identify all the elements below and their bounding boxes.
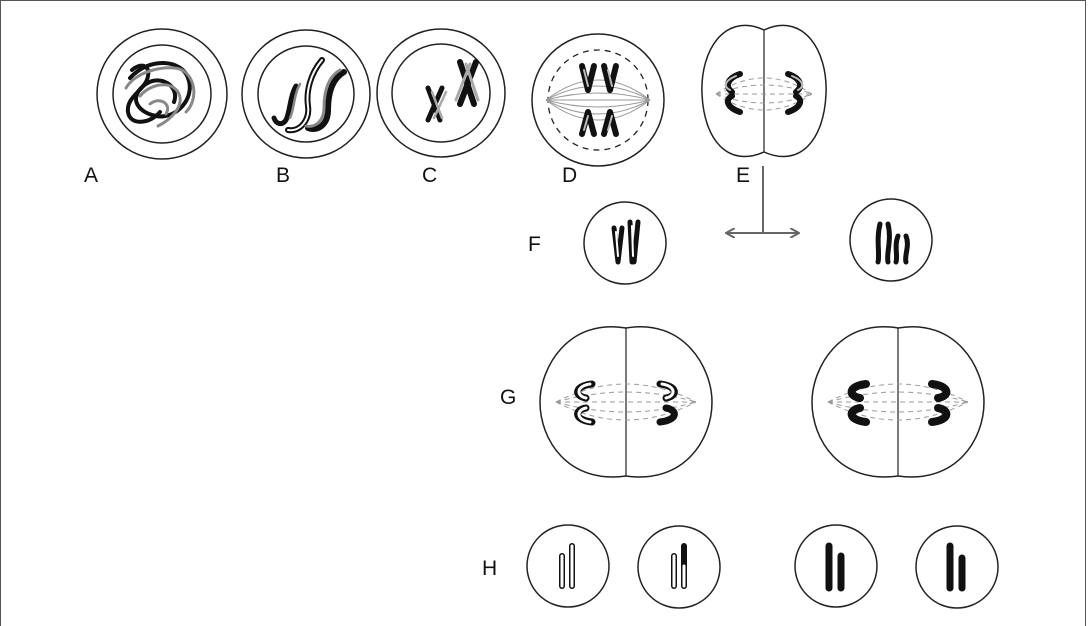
chromosomes-g-left: [574, 380, 678, 426]
spindle-d: [545, 79, 651, 121]
cell-g-left: [539, 325, 713, 478]
chromosomes-b: [271, 57, 347, 134]
label-d: D: [562, 164, 577, 187]
label-h: H: [482, 557, 497, 580]
chromosomes-e: [724, 71, 804, 115]
cell-f-right: [849, 198, 933, 282]
cell-c: [376, 28, 506, 158]
label-e: E: [736, 164, 750, 187]
chromosomes-h-3: [825, 542, 845, 592]
spindle-g-left: [555, 383, 697, 421]
chromosomes-g-right: [847, 380, 951, 426]
label-a: A: [84, 164, 98, 187]
cell-e: [701, 24, 827, 158]
cell-h-2: [637, 525, 721, 609]
cell-b: [241, 29, 371, 159]
division-arrow: [727, 166, 798, 233]
cell-h-3: [794, 524, 878, 608]
label-g: G: [500, 386, 516, 409]
label-f: F: [528, 233, 541, 256]
chromatin-a: [124, 61, 196, 128]
cell-h-1: [526, 524, 610, 608]
label-c: C: [422, 164, 437, 187]
chromosomes-h-4: [946, 542, 966, 592]
cell-h-4: [915, 525, 999, 609]
cell-d: [531, 33, 665, 167]
cell-f-left: [583, 201, 667, 285]
chromosomes-c: [425, 59, 480, 123]
chromosomes-f-left: [611, 219, 641, 265]
chromosomes-d: [579, 63, 619, 137]
chromosomes-h-1: [559, 543, 575, 589]
spindle-g-right: [827, 383, 969, 421]
label-b: B: [276, 164, 290, 187]
cell-g-right: [811, 325, 985, 478]
chromosomes-f-right: [875, 221, 910, 265]
chromosomes-h-2: [671, 543, 687, 589]
cell-a: [96, 28, 228, 160]
